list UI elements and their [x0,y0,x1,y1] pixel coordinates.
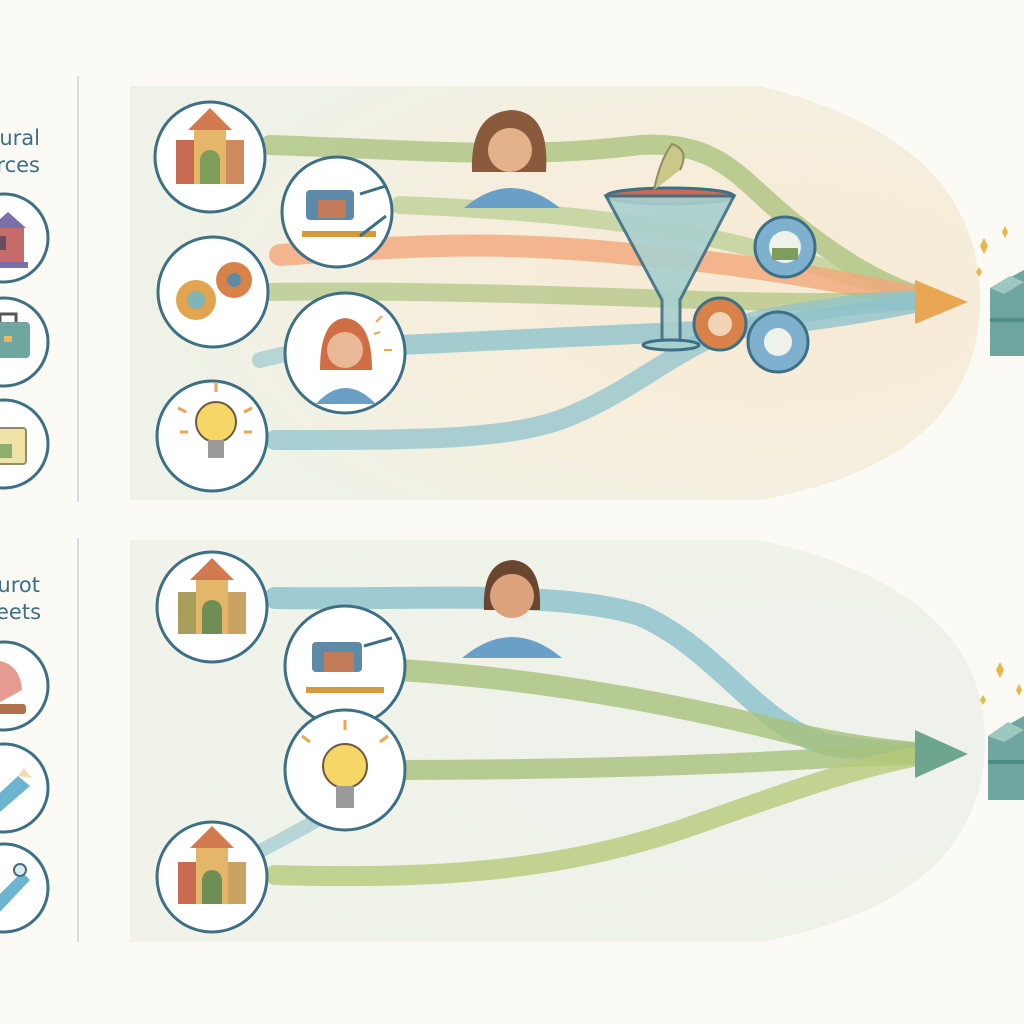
top-side-icons [0,192,50,490]
bottom-output-cube-box-icon [980,662,1024,800]
top-divider [77,76,79,502]
top-side-label-line1: ural [0,126,40,150]
camera-tools-icon [283,604,407,728]
bottom-source-icons [155,550,407,934]
bottom-side-label-line1: urot [0,573,40,597]
top-source-icons [153,100,407,493]
top-side-label-line2: rces [0,153,40,177]
top-arrowhead [915,280,968,324]
top-output-cube-box-icon [976,226,1024,356]
top-side-label: ural rces [0,125,40,179]
gear-icon [753,215,817,279]
tool-icon [0,842,50,934]
hand-icon [0,640,50,732]
gear-icon [746,310,810,374]
funnel-icon [603,142,737,352]
flow-line [260,134,940,310]
bottom-arrowhead [915,730,968,778]
gears-icon [156,235,270,349]
bottom-side-label: urot eets [0,572,42,626]
briefcase-icon [0,296,50,388]
bottom-side-label-line2: eets [0,600,42,624]
flow-line [265,744,940,887]
toolbox-icon [0,398,50,490]
lightbulb-icon [155,379,269,493]
gear-icon [692,296,748,352]
lightbulb-icon [283,708,407,832]
bottom-divider [77,538,79,942]
bottom-middle-icons [462,560,562,658]
town-buildings-icon [155,820,269,934]
pencil-icon [0,742,50,834]
bottom-side-icons [0,640,50,934]
bank-icon [0,192,50,284]
flow-line [265,290,940,450]
town-buildings-icon [153,100,267,214]
person-icon [462,560,562,658]
top-middle-icons [464,110,817,374]
person-icon [464,110,560,208]
town-buildings-icon [155,550,269,664]
person-woman-icon [283,291,407,415]
camera-tools-icon [280,155,394,269]
